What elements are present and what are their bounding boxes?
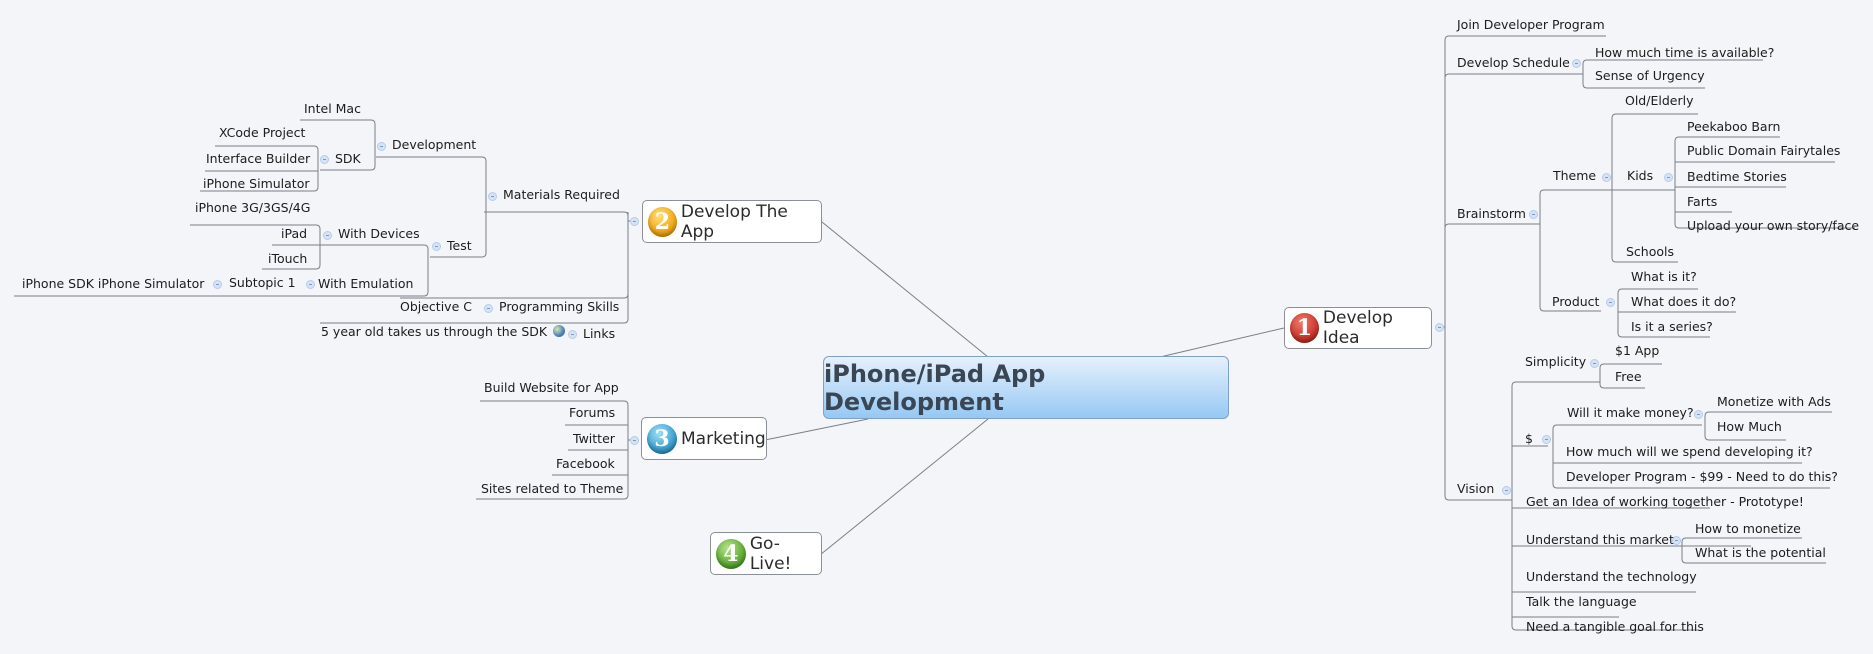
subtopic[interactable]: Product: [1552, 294, 1600, 309]
subtopic[interactable]: Talk the language: [1526, 594, 1637, 609]
collapse-toggle[interactable]: [1502, 486, 1511, 495]
collapse-toggle[interactable]: [1602, 173, 1611, 182]
subtopic[interactable]: Get an Idea of working together - Protot…: [1526, 494, 1804, 509]
subtopic[interactable]: Bedtime Stories: [1687, 169, 1787, 184]
subtopic[interactable]: Understand this market: [1526, 532, 1674, 547]
subtopic[interactable]: How to monetize: [1695, 521, 1801, 536]
subtopic[interactable]: Build Website for App: [484, 380, 619, 395]
subtopic[interactable]: Kids: [1627, 168, 1654, 183]
subtopic[interactable]: Forums: [569, 405, 616, 420]
collapse-toggle[interactable]: [1590, 359, 1599, 368]
topic-label: Develop The App: [680, 201, 788, 242]
subtopic[interactable]: Links: [583, 326, 616, 341]
web-link-icon[interactable]: [553, 325, 566, 337]
subtopic[interactable]: Twitter: [573, 431, 615, 446]
collapse-toggle[interactable]: [1672, 536, 1681, 545]
subtopic[interactable]: Theme: [1553, 168, 1597, 183]
hyperlink-topic[interactable]: 5 year old takes us through the SDK: [321, 324, 566, 340]
subtopic[interactable]: Developer Program - $99 - Need to do thi…: [1566, 469, 1838, 484]
subtopic[interactable]: Join Developer Program: [1457, 17, 1605, 32]
topic-go-live[interactable]: 4 Go-Live!: [710, 532, 822, 575]
collapse-toggle[interactable]: [320, 155, 329, 164]
subtopic[interactable]: $1 App: [1615, 343, 1660, 358]
subtopic[interactable]: Farts: [1687, 194, 1718, 209]
collapse-toggle[interactable]: [432, 242, 441, 251]
subtopic[interactable]: Need a tangible goal for this: [1526, 619, 1704, 634]
subtopic[interactable]: Develop Schedule: [1457, 55, 1570, 70]
subtopic[interactable]: $: [1525, 431, 1533, 446]
collapse-toggle[interactable]: [484, 304, 493, 313]
subtopic[interactable]: How much will we spend developing it?: [1566, 444, 1813, 459]
subtopic[interactable]: Understand the technology: [1526, 569, 1697, 584]
collapse-toggle[interactable]: [1542, 435, 1551, 444]
subtopic[interactable]: Objective C: [400, 299, 472, 314]
central-topic-label: iPhone/iPad App Development: [824, 359, 1046, 416]
subtopic[interactable]: Development: [392, 137, 477, 152]
central-topic[interactable]: iPhone/iPad App Development: [823, 356, 1229, 419]
subtopic[interactable]: iPhone SDK iPhone Simulator: [22, 276, 205, 291]
subtopic[interactable]: Simplicity: [1525, 354, 1587, 369]
subtopic[interactable]: Materials Required: [503, 187, 620, 202]
topic-develop-idea[interactable]: 1 Develop Idea: [1284, 307, 1432, 349]
subtopic[interactable]: Monetize with Ads: [1717, 394, 1831, 409]
collapse-toggle[interactable]: [1572, 59, 1581, 68]
topic-label: Go-Live!: [749, 533, 792, 574]
collapse-toggle[interactable]: [377, 142, 386, 151]
collapse-toggle[interactable]: [213, 280, 222, 289]
subtopic[interactable]: iPhone Simulator: [203, 176, 310, 191]
collapse-toggle[interactable]: [488, 192, 497, 201]
subtopic[interactable]: iPad: [281, 226, 308, 241]
subtopic[interactable]: What is the potential: [1695, 545, 1826, 560]
subtopic[interactable]: What is it?: [1631, 269, 1697, 284]
subtopic[interactable]: iPhone 3G/3GS/4G: [195, 200, 311, 215]
subtopic[interactable]: Is it a series?: [1631, 319, 1713, 334]
subtopic[interactable]: Interface Builder: [206, 151, 311, 166]
topic-label: Marketing: [681, 428, 766, 449]
priority-4-icon: 4: [716, 538, 746, 569]
subtopic[interactable]: How much time is available?: [1595, 45, 1775, 60]
subtopic[interactable]: Vision: [1457, 481, 1495, 496]
subtopic[interactable]: Peekaboo Barn: [1687, 119, 1781, 134]
subtopic[interactable]: Intel Mac: [304, 101, 361, 116]
collapse-toggle[interactable]: [630, 436, 639, 445]
topic-label: Develop Idea: [1322, 308, 1393, 348]
subtopic[interactable]: Sense of Urgency: [1595, 68, 1705, 83]
collapse-toggle[interactable]: [323, 231, 332, 240]
collapse-toggle[interactable]: [1435, 323, 1444, 332]
subtopic[interactable]: Facebook: [556, 456, 615, 471]
subtopic[interactable]: Schools: [1626, 244, 1675, 259]
subtopic[interactable]: Will it make money?: [1567, 405, 1694, 420]
topic-develop-the-app[interactable]: 2 Develop The App: [642, 200, 822, 243]
subtopic[interactable]: Old/Elderly: [1625, 93, 1694, 108]
collapse-toggle[interactable]: [306, 280, 315, 289]
subtopic[interactable]: With Devices: [338, 226, 420, 241]
subtopic[interactable]: XCode Project: [219, 125, 306, 140]
collapse-toggle[interactable]: [1694, 410, 1703, 419]
collapse-toggle[interactable]: [568, 330, 577, 339]
subtopic[interactable]: Subtopic 1: [229, 275, 296, 290]
subtopic[interactable]: SDK: [335, 151, 361, 166]
priority-3-icon: 3: [647, 423, 677, 454]
subtopic[interactable]: Free: [1615, 369, 1642, 384]
subtopic[interactable]: Brainstorm: [1457, 206, 1526, 221]
subtopic[interactable]: What does it do?: [1631, 294, 1737, 309]
collapse-toggle[interactable]: [1664, 173, 1673, 182]
subtopic[interactable]: With Emulation: [318, 276, 414, 291]
subtopic[interactable]: Upload your own story/face: [1687, 218, 1860, 233]
subtopic[interactable]: Programming Skills: [499, 299, 620, 314]
subtopic[interactable]: How Much: [1717, 419, 1782, 434]
collapse-toggle[interactable]: [1606, 298, 1615, 307]
collapse-toggle[interactable]: [1529, 210, 1538, 219]
subtopic[interactable]: Public Domain Fairytales: [1687, 143, 1841, 158]
subtopic[interactable]: iTouch: [268, 251, 308, 266]
subtopic[interactable]: Sites related to Theme: [481, 481, 624, 496]
topic-marketing[interactable]: 3 Marketing: [641, 417, 767, 460]
priority-1-icon: 1: [1290, 313, 1319, 343]
priority-2-icon: 2: [648, 206, 677, 237]
subtopic[interactable]: Test: [447, 238, 472, 253]
collapse-toggle[interactable]: [630, 217, 639, 226]
